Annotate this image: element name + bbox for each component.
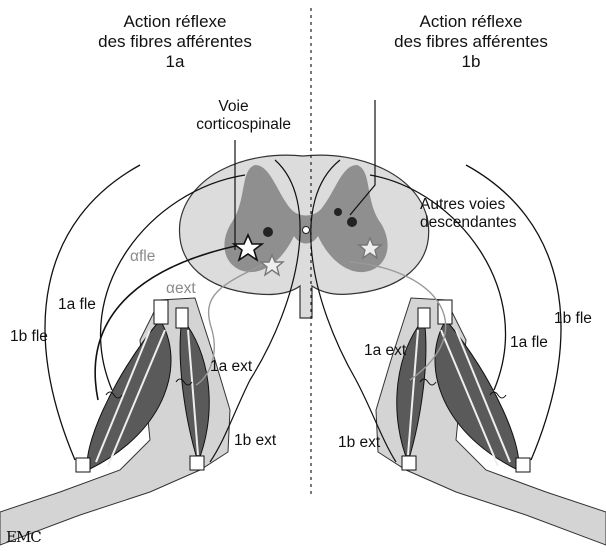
- interneuron-left: [263, 227, 273, 237]
- left-1a-fle-label: 1a fle: [58, 296, 96, 314]
- emc-logo: EMC: [6, 528, 41, 546]
- alpha-fle-label: αfle: [130, 248, 155, 266]
- right-1b-ext-label: 1b ext: [338, 434, 380, 452]
- corticospinale-line: corticospinale: [176, 116, 291, 134]
- left-1b-ext-label: 1b ext: [234, 432, 276, 450]
- voie-line: Voie: [176, 98, 291, 116]
- left-title-line-1: Action réflexe: [70, 12, 280, 32]
- alpha-ext-label: αext: [166, 280, 196, 298]
- right-1b-fle-label: 1b fle: [554, 310, 592, 328]
- central-canal: [303, 227, 310, 234]
- left-title: Action réflexe des fibres afférentes 1a: [70, 12, 280, 72]
- right-1a-ext-label: 1a ext: [364, 342, 406, 360]
- voie-corticospinale-label: Voie corticospinale: [176, 98, 291, 134]
- autres-voies-label: Autres voies descendantes: [420, 196, 517, 232]
- autres-voies-line-2: descendantes: [420, 214, 517, 232]
- autres-voies-line-1: Autres voies: [420, 196, 517, 214]
- right-1a-fle-label: 1a fle: [510, 334, 548, 352]
- right-title-line-3: 1b: [366, 52, 576, 72]
- left-1a-ext-label: 1a ext: [210, 358, 252, 376]
- left-1b-fle-label: 1b fle: [10, 328, 48, 346]
- right-title: Action réflexe des fibres afférentes 1b: [366, 12, 576, 72]
- interneuron-right-2: [334, 208, 342, 216]
- right-title-line-1: Action réflexe: [366, 12, 576, 32]
- right-title-line-2: des fibres afférentes: [366, 32, 576, 52]
- interneuron-right: [347, 217, 357, 227]
- left-title-line-2: des fibres afférentes: [70, 32, 280, 52]
- left-title-line-3: 1a: [70, 52, 280, 72]
